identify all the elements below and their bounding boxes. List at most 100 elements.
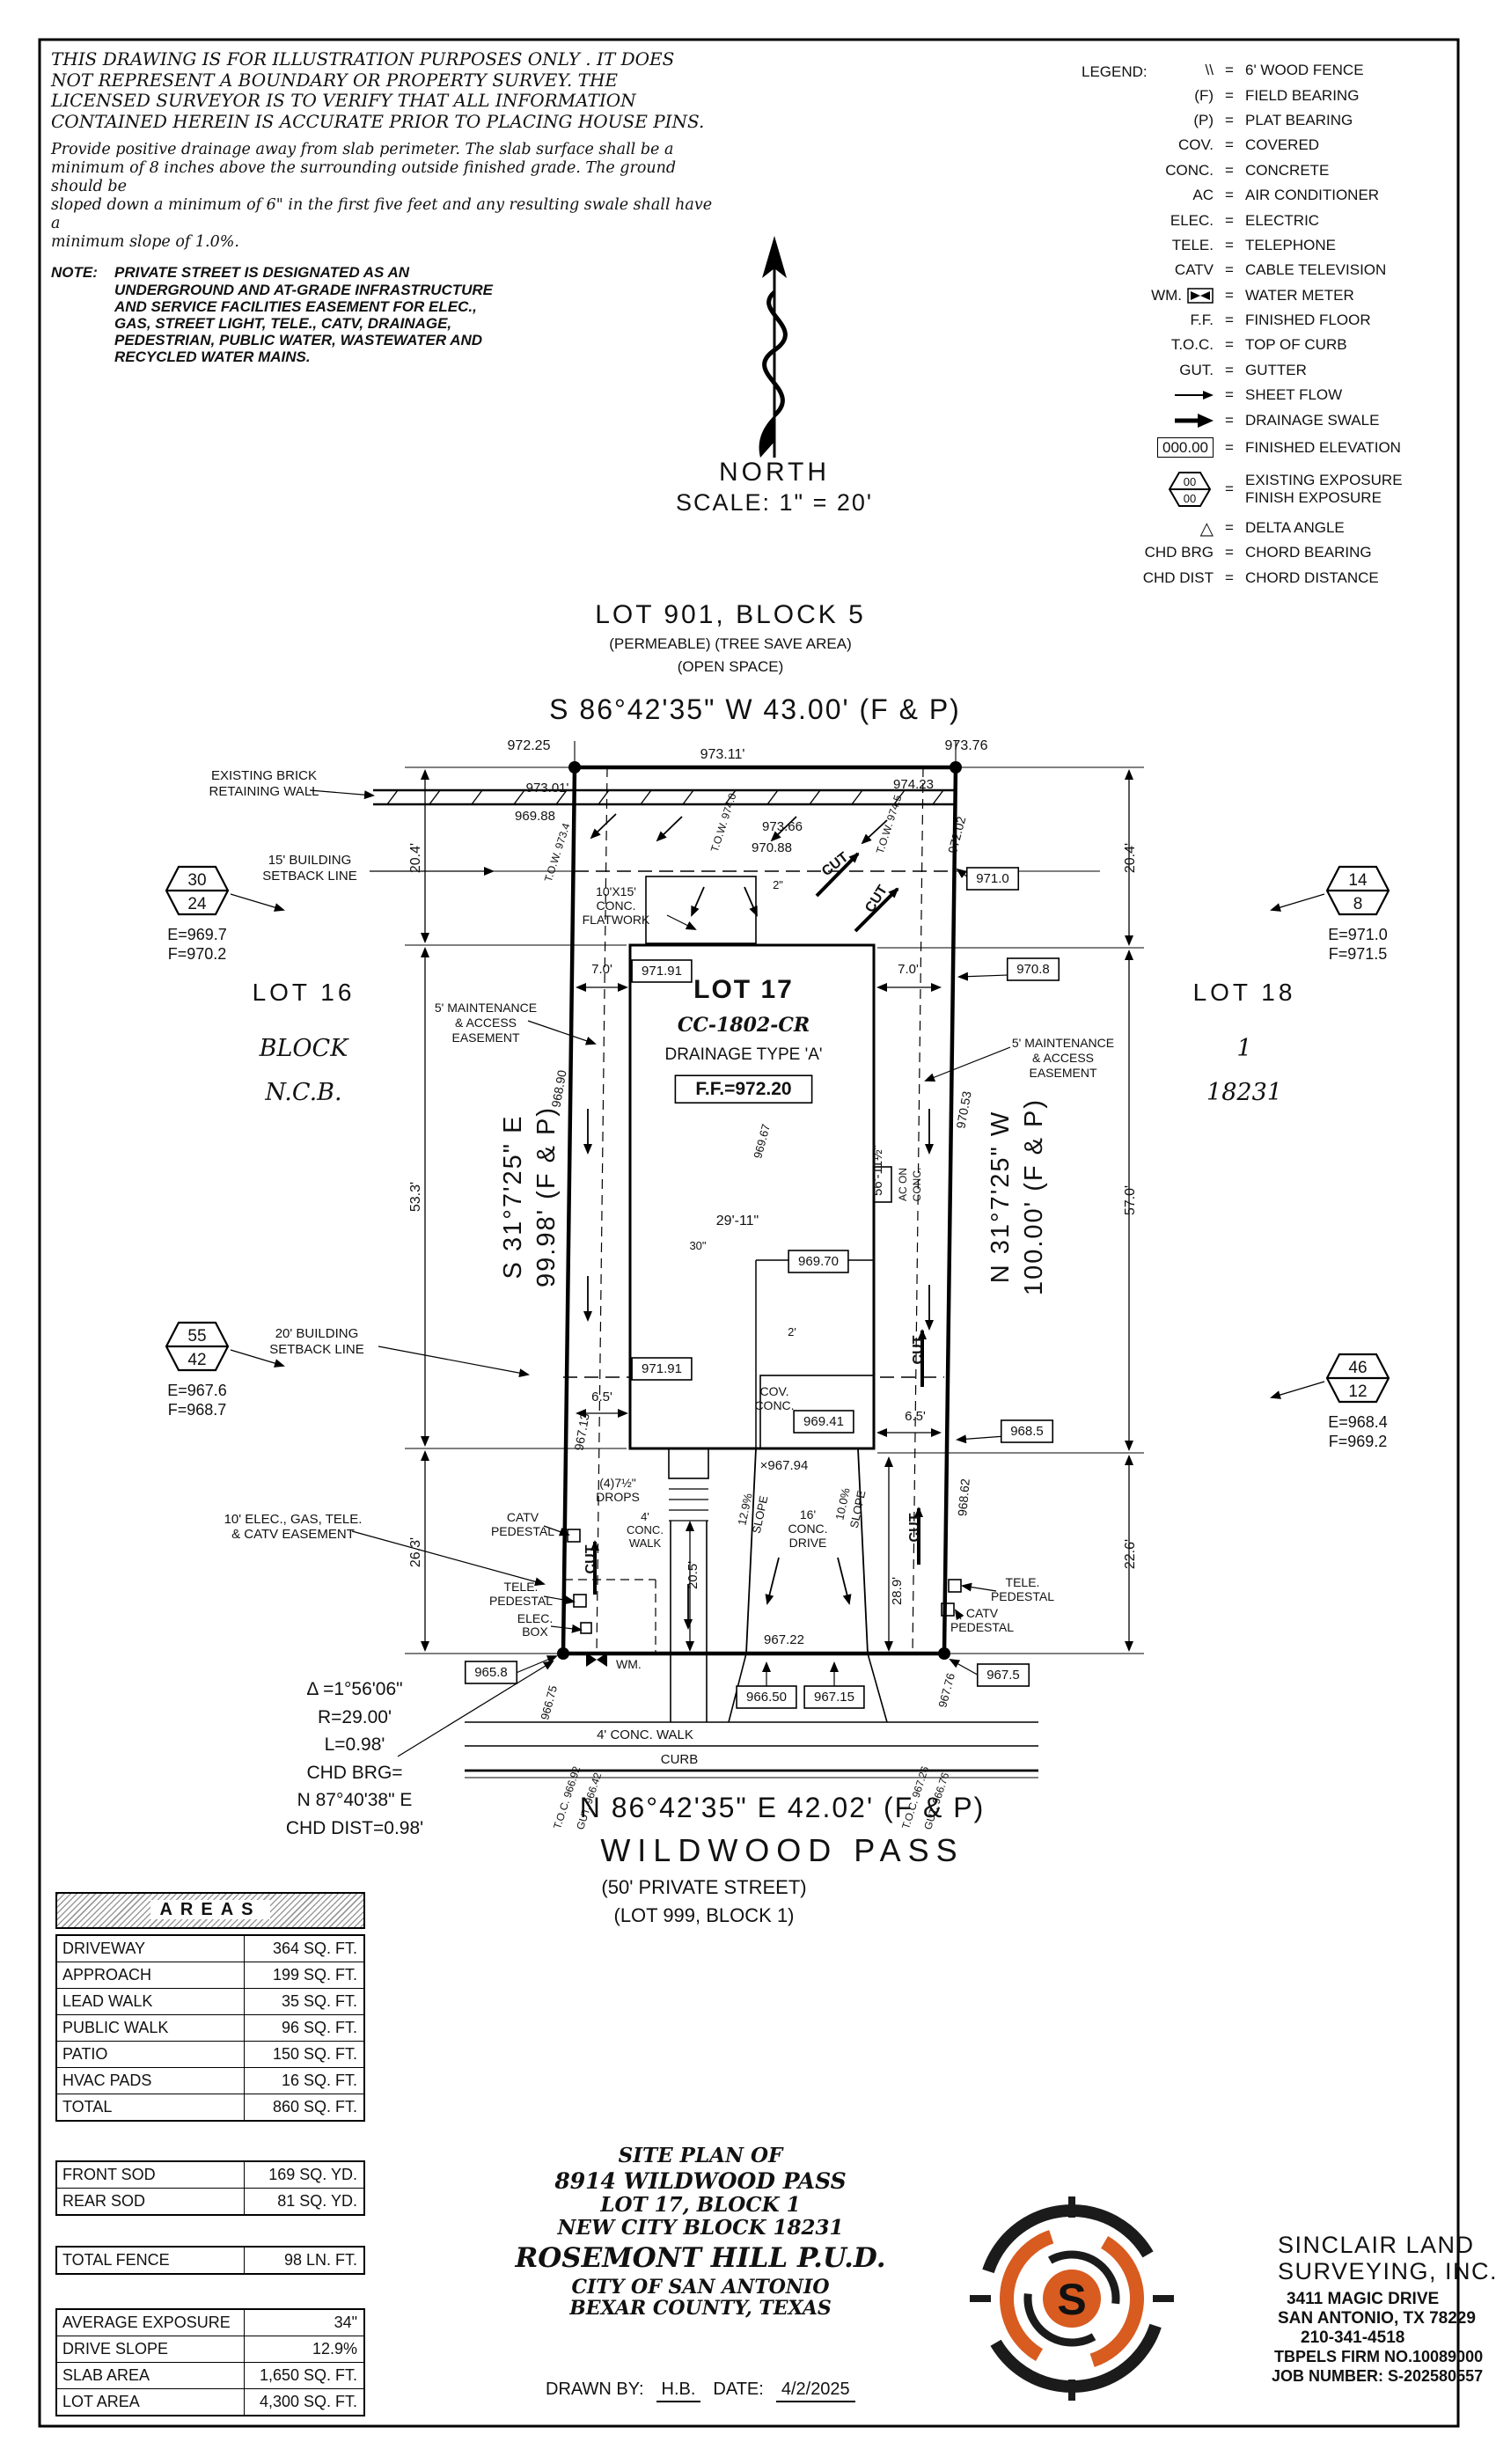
row-value: 12.9% [312,2340,357,2358]
legend-symbol: F.F. [1190,312,1214,329]
legend-symbol: TELE. [1171,236,1214,253]
plan-label: RETAINING WALL [209,784,319,799]
legend-desc: EXISTING EXPOSURE FINISH EXPOSURE [1245,472,1409,507]
note-line: PEDESTRIAN, PUBLIC WATER, WASTEWATER AND [114,332,483,349]
drainage-note-line: sloped down a minimum of 6" in the first… [51,196,713,233]
row-label: PATIO [57,2042,245,2067]
row-label: AVERAGE EXPOSURE [57,2310,245,2336]
row-label: FRONT SOD [57,2162,245,2188]
plan-label-box [736,1685,797,1709]
legend-equals: = [1225,62,1234,79]
legend-symbol: WM. [1151,286,1182,304]
svg-text:F=969.2: F=969.2 [1329,1433,1388,1450]
bearing-left-line2: 99.98' (F & P) [532,1106,561,1287]
legend-row: CONC.=CONCRETE [1082,158,1409,183]
legend-desc: TELEPHONE [1245,236,1336,253]
svg-text:00: 00 [1184,475,1196,488]
row-label: DRIVE SLOPE [57,2336,245,2362]
plan-label: 967.5 [986,1668,1020,1683]
street-sub1: (50' PRIVATE STREET) [601,1876,807,1898]
plan-label: 971.0 [976,871,1009,886]
legend-desc: TOP OF CURB [1245,336,1347,354]
plan-label: CUT [907,1513,922,1542]
legend-equals: = [1225,568,1234,586]
legend-row: 000.00 =FINISHED ELEVATION [1082,433,1409,463]
north-arrow-icon [759,236,788,458]
delta-symbol: △ [1199,518,1214,539]
plan-label: EASEMENT [1029,1066,1096,1080]
row-value: 35 SQ. FT. [281,1992,357,2010]
plan-label-box [788,1250,849,1273]
plan-label: 971.91 [642,964,682,979]
exposure-hex-icon: 00 00 [1168,471,1212,507]
row-value: 96 SQ. FT. [281,2019,357,2036]
plan-label: 970.53 [953,1089,973,1129]
plan-label: 15' BUILDING [268,853,352,868]
plan-label-box [464,1661,518,1684]
legend: \\=6' WOOD FENCE (F)=FIELD BEARING (P)=P… [1082,58,1409,590]
lot16-label: LOT 16 [252,979,356,1006]
note-line: PRIVATE STREET IS DESIGNATED AS AN [114,264,409,282]
plan-label: PEDESTAL [991,1589,1054,1603]
plan-label: SETBACK LINE [262,869,357,884]
plan-label: 966.50 [746,1690,787,1705]
plan-label: 5' MAINTENANCE [435,1001,537,1015]
bearing-top: S 86°42'35" W 43.00' (F & P) [549,693,961,725]
legend-symbol: T.O.C. [1170,336,1214,354]
plan-label: 29'-11" [716,1214,759,1228]
plan-label: 967.22 [764,1632,804,1647]
exposure-values: 30 24 E=969.7 F=970.2 14 8 E=971.0 F=971… [167,871,1388,1450]
note-line: UNDERGROUND AND AT-GRADE INFRASTRUCTURE [114,281,494,298]
row-value: 4,300 SQ. FT. [259,2393,357,2410]
title-block-line1: SITE PLAN OF [618,2144,783,2167]
surveyor-job-number: JOB NUMBER: S-202580557 [1272,2367,1484,2385]
plan-label: 56'-11½" [870,1145,885,1196]
plan-label: PEDESTAL [491,1524,554,1538]
note-line: RECYCLED WATER MAINS. [114,348,311,366]
svg-text:24: 24 [187,895,207,913]
row-value: 364 SQ. FT. [272,1940,357,1957]
legend-desc: SHEET FLOW [1245,386,1343,404]
legend-equals: = [1225,187,1234,204]
drainage-note-line: minimum slope of 1.0%. [51,233,239,252]
plan-label: 4' [641,1510,649,1523]
plan-label: EXISTING BRICK [211,768,317,783]
row-value: 860 SQ. FT. [272,2098,357,2116]
scale-label: SCALE: 1" = 20' [675,489,874,516]
note-line: GAS, STREET LIGHT, TELE., CATV, DRAINAGE… [114,314,452,332]
plan-label-box [631,959,693,983]
plan-label: 967.13 [571,1412,591,1451]
surveyor-address2: SAN ANTONIO, TX 78229 [1278,2309,1476,2328]
legend-row: (P)=PLAT BEARING [1082,108,1409,133]
surveyor-name-line2: SURVEYING, INC. [1278,2258,1496,2284]
svg-text:E=971.0: E=971.0 [1328,926,1388,943]
drainage-note-paragraph: Provide positive drainage away from slab… [51,141,720,252]
walk-and-curb [465,1721,1038,1778]
legend-desc: CABLE TELEVISION [1245,261,1387,279]
surveyor-phone: 210-341-4518 [1301,2328,1405,2347]
plan-label: 969.88 [515,809,555,824]
plan-label: 973.01' [526,781,569,796]
drawn-by-value: H.B. [656,2380,701,2402]
legend-desc: FIELD BEARING [1245,86,1360,104]
plan-label: 971.91 [642,1361,682,1376]
legend-desc-line: EXISTING EXPOSURE [1245,471,1403,488]
legend-desc: FINISHED FLOOR [1245,312,1371,329]
leader-lines [230,789,1325,1757]
svg-text:14: 14 [1348,871,1368,890]
table-row: DRIVE SLOPE 12.9% [57,2336,363,2362]
plan-label: 30" [689,1239,706,1252]
legend-symbol: (F) [1194,86,1214,104]
legend-row: GUT.=GUTTER [1082,358,1409,383]
legend-row: CHD DIST=CHORD DISTANCE [1082,566,1409,590]
areas-table-title: AREAS [55,1892,365,1929]
lot18-label: LOT 18 [1192,979,1296,1006]
legend-symbol: CHD BRG [1144,544,1214,561]
sheet-flow-icon [1175,391,1214,400]
legend-symbol: CATV [1174,261,1214,279]
surveyor-name-line1: SINCLAIR LAND [1278,2232,1475,2258]
row-label: PUBLIC WALK [57,2015,245,2041]
legend-equals: = [1225,336,1234,354]
